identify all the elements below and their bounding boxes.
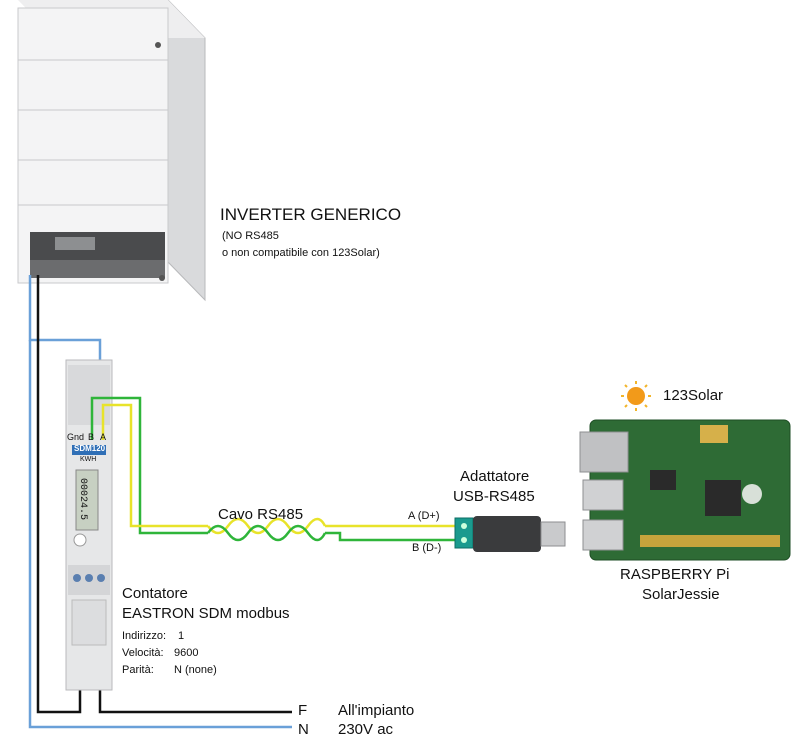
inverter-image [17, 0, 206, 302]
meter-setting-value: N (none) [174, 664, 217, 676]
mains-line-2: 230V ac [338, 721, 394, 738]
meter-setting-label: Indirizzo: [122, 630, 167, 642]
meter-title-1: Contatore [122, 585, 188, 602]
energy-meter-image [65, 359, 113, 691]
meter-model-label: SDM120 [74, 444, 106, 453]
usb-rs485-adapter-image [454, 516, 566, 552]
meter-terminal-a: A [100, 432, 107, 442]
meter-setting-value: 9600 [174, 647, 199, 659]
wire-a-label: A (D+) [408, 510, 440, 522]
adapter-title-1: Adattatore [460, 468, 530, 485]
wire-b-label: B (D-) [412, 542, 442, 554]
meter-kwh-label: KWH [80, 456, 97, 463]
mains-line-1: All'impianto [338, 702, 415, 719]
meter-title-2: EASTRON SDM modbus [122, 605, 290, 622]
rs485-wires [90, 396, 456, 542]
meter-terminal-gnd: Gnd [67, 432, 85, 442]
meter-display-value: 00024.5 [77, 478, 88, 521]
meter-terminal-b: B [88, 432, 95, 442]
meter-setting-label: Velocità: [122, 647, 164, 659]
software-label: 123Solar [663, 387, 724, 404]
rs485-b-wire-meter [90, 396, 208, 535]
inverter-note-1: (NO RS485 [222, 230, 279, 242]
inverter-note-2: o non compatibile con 123Solar) [222, 247, 380, 259]
raspberry-title-2: SolarJessie [642, 586, 720, 603]
rs485-twisted-a [206, 517, 327, 535]
meter-setting-label: Parità: [122, 664, 154, 676]
raspberry-title-1: RASPBERRY Pi [620, 566, 730, 583]
phase-label: F [298, 702, 308, 719]
adapter-title-2: USB-RS485 [453, 488, 535, 505]
neutral-wire-mains [28, 340, 292, 729]
meter-setting-value: 1 [178, 630, 185, 642]
rs485-b-wire-adapter [325, 531, 456, 542]
neutral-label: N [298, 721, 309, 738]
neutral-wire-inverter [28, 275, 102, 372]
rs485-a-wire-meter [101, 403, 208, 528]
sun-icon [621, 381, 651, 411]
rs485-twisted-b [206, 524, 327, 542]
inverter-title: INVERTER GENERICO [220, 205, 402, 224]
raspberry-pi-image [579, 419, 791, 561]
cable-label: Cavo RS485 [218, 506, 304, 523]
